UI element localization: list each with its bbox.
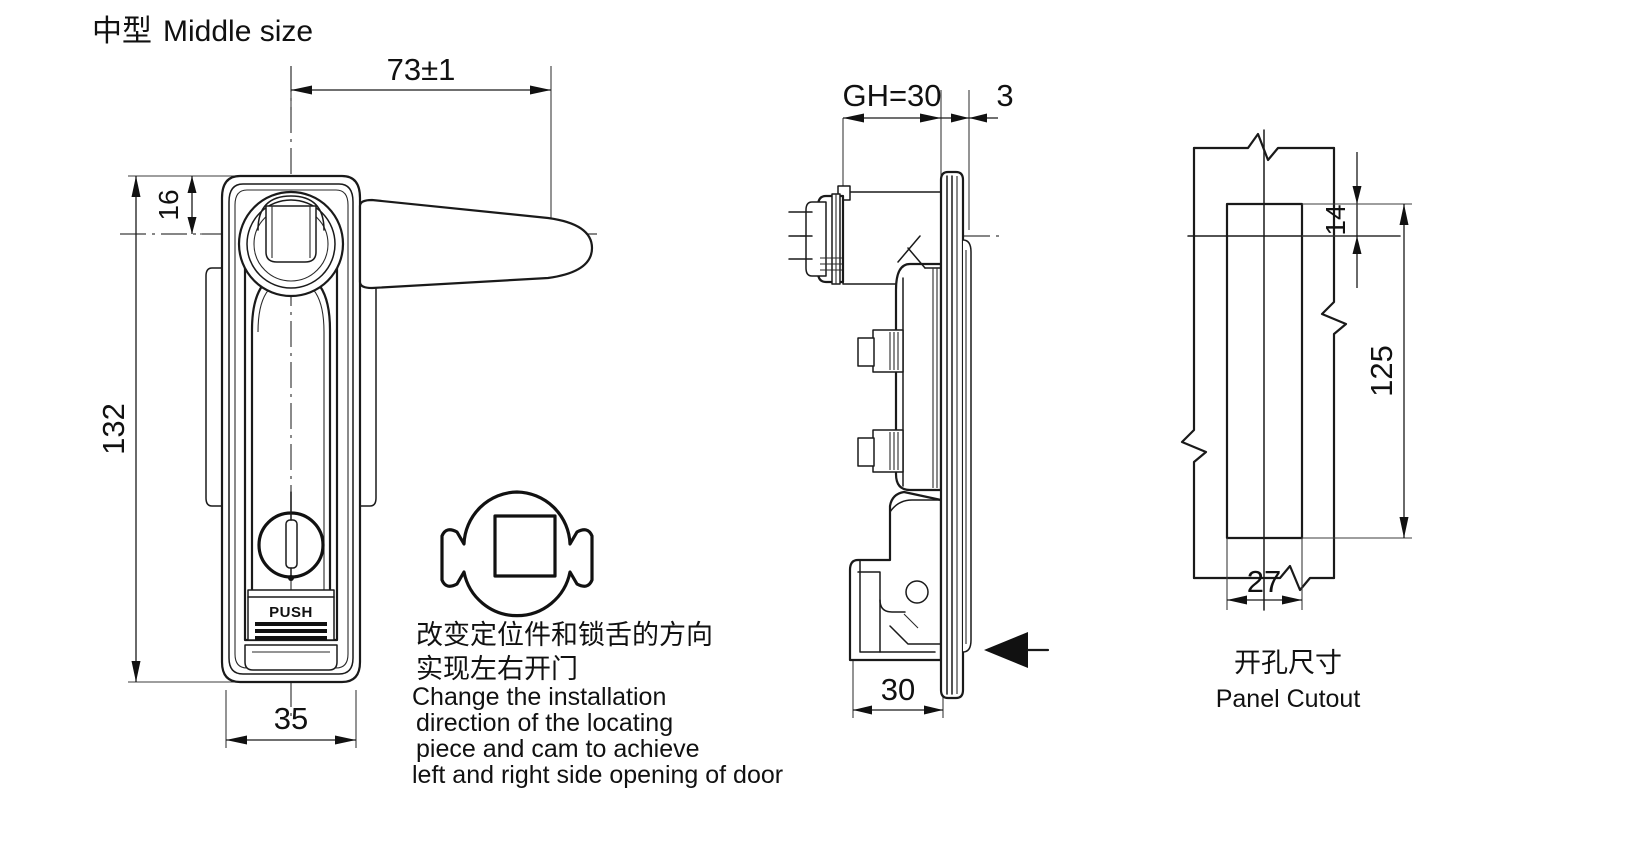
dimension-125-label: 125 [1364,345,1399,397]
direction-arrow [984,632,1050,668]
dimension-27: 27 [1226,538,1303,610]
dimension-30-label: 30 [881,672,915,707]
cam-note-en-1: Change the installation [412,683,666,711]
dimension-14-label: 14 [1320,204,1351,235]
dimension-14: 14 [1302,152,1400,288]
page-title-en: Middle size [163,15,313,48]
side-studs [857,329,904,473]
lever-pivot-hub [237,190,345,298]
cam-note-en-2: direction of the locating [416,709,673,737]
cam-square-hole [493,514,557,578]
lock-cylinder [257,491,325,581]
dimension-30: 30 [852,660,944,718]
cam-note-cn-1: 改变定位件和锁舌的方向 [416,620,713,650]
cam-note-en-4: left and right side opening of door [412,761,783,789]
dimension-35-label: 35 [274,701,308,736]
stud-lower [857,429,904,473]
dimension-gh-30-label: GH=30 [842,78,941,113]
dimension-3: 3 [941,78,1014,230]
side-panel-plate [939,170,972,700]
push-pad: PUSH [244,589,338,671]
dimension-35: 35 [225,690,357,748]
handle-grip-pocket [243,250,339,642]
cam-direction-note: 改变定位件和锁舌的方向 实现左右开门 Change the installati… [412,620,783,789]
panel-cutout-caption-en: Panel Cutout [1216,685,1361,713]
dimension-132-label: 132 [96,403,131,455]
panel-cutout-caption-cn: 开孔尺寸 [1234,648,1342,678]
dimension-3-label: 3 [996,78,1013,113]
dimension-16-label: 16 [153,189,184,220]
lever-arm [358,198,594,290]
panel-outline [1180,132,1348,592]
push-label: PUSH [269,604,313,621]
cam-diagram [440,490,594,618]
side-hole [905,580,929,604]
page-title-cn: 中型 [92,15,152,48]
cam-note-en-3: piece and cam to achieve [416,735,700,763]
panel-cutout-view: 14 125 27 开孔尺寸 Panel Cutout [1180,129,1412,713]
dimension-27-label: 27 [1247,564,1281,599]
dimension-gh-30: GH=30 [842,78,942,420]
dimension-73-label: 73±1 [387,52,456,87]
dimension-132: 132 [96,175,240,683]
side-view: GH=30 3 30 [788,78,1050,718]
front-view: 73±1 132 16 35 [96,52,600,748]
side-body [894,235,943,492]
side-lower-housing [848,490,943,662]
stud-upper [857,329,904,373]
dimension-73: 73±1 [290,52,552,235]
dimension-125: 125 [1302,203,1412,539]
cam-note-cn-2: 实现左右开门 [416,654,578,684]
cutout-rectangle [1225,202,1304,540]
